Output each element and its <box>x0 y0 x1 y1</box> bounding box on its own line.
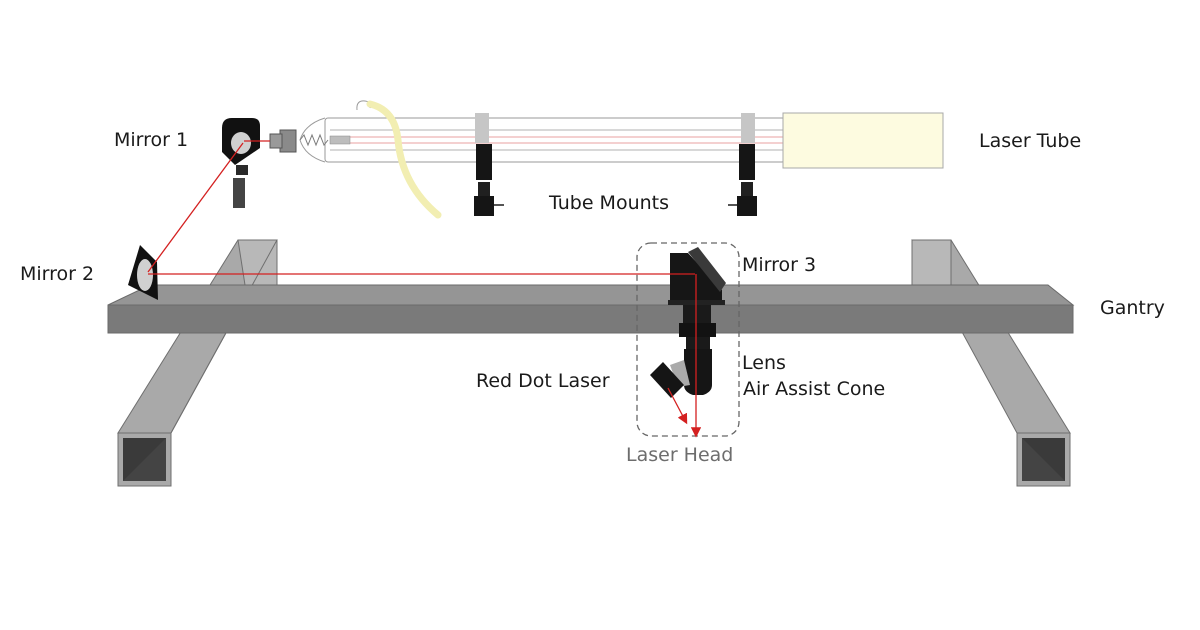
gantry-leg-right <box>911 239 1071 487</box>
mirror-1-label: Mirror 1 <box>114 129 189 151</box>
laser-tube <box>269 112 944 169</box>
gantry-label: Gantry <box>1100 297 1165 319</box>
mirror-3-label: Mirror 3 <box>742 254 817 276</box>
tube-mounts-label: Tube Mounts <box>549 192 670 214</box>
laser-tube-label: Laser Tube <box>979 130 1082 152</box>
laser-head-label: Laser Head <box>626 444 734 466</box>
mirror-1 <box>222 118 260 208</box>
tube-mount-right <box>728 113 757 216</box>
mirror-2-label: Mirror 2 <box>20 263 95 285</box>
laser-beam-path <box>147 140 702 438</box>
laser-head <box>636 242 740 437</box>
mirror-2 <box>128 245 158 300</box>
red-dot-laser-label: Red Dot Laser <box>476 370 610 392</box>
cooling-hose <box>356 100 442 219</box>
air-assist-cone-label: Air Assist Cone <box>743 378 886 400</box>
tube-mount-left <box>474 113 504 216</box>
lens-label: Lens <box>742 352 786 374</box>
gantry-beam <box>107 284 1075 334</box>
